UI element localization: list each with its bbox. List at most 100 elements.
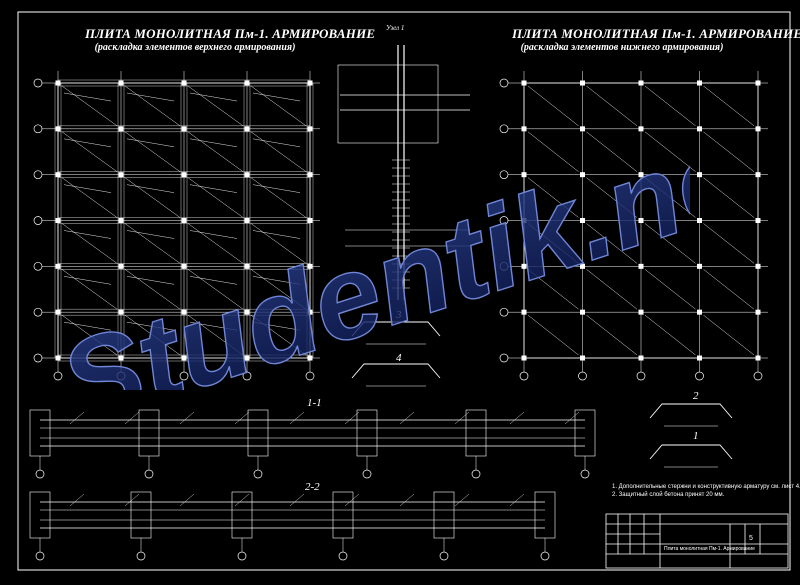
leader-line — [61, 223, 118, 264]
leader-line — [63, 321, 112, 331]
leader-line — [289, 411, 305, 425]
leader-line — [289, 493, 305, 507]
column-mark — [307, 172, 313, 178]
column-mark — [307, 126, 313, 132]
leader-line — [703, 314, 755, 356]
section-label-2: 2 — [693, 390, 699, 402]
right-plan-title: ПЛИТА МОНОЛИТНАЯ Пм-1. АРМИРОВАНИЕ — [512, 26, 800, 41]
leader-line — [189, 321, 238, 331]
grid-axis-bubble — [33, 78, 43, 88]
leader-line — [234, 493, 250, 507]
column-mark — [55, 126, 61, 132]
leader-line — [644, 177, 696, 218]
section-column — [534, 491, 556, 539]
column-mark — [521, 355, 527, 361]
grid-axis-bubble — [499, 353, 509, 363]
drawing-notes: 1. Дополнительные стержни и конструктивн… — [612, 483, 800, 499]
bent-bar — [351, 321, 441, 337]
leader-line — [63, 276, 112, 285]
leader-line — [63, 184, 112, 193]
leader-line — [252, 276, 301, 285]
leader-line — [61, 269, 118, 310]
leader-line — [126, 138, 175, 148]
column-mark — [118, 263, 124, 269]
column-mark — [521, 172, 527, 178]
column-mark — [697, 80, 702, 86]
leader-line — [644, 131, 696, 172]
leader-line — [124, 314, 181, 356]
leader-line — [644, 223, 696, 264]
section-column — [231, 491, 253, 539]
leader-line — [252, 230, 301, 239]
leader-line — [63, 92, 112, 102]
column-mark — [638, 263, 644, 269]
leader-line — [189, 184, 238, 193]
column-mark — [118, 126, 124, 132]
column-mark — [755, 263, 761, 269]
leader-line — [124, 411, 140, 425]
grid-axis-bubble — [338, 551, 348, 561]
column-mark — [697, 126, 702, 132]
leader-line — [124, 131, 181, 172]
column-mark — [638, 172, 644, 178]
column-mark — [580, 80, 585, 86]
column-mark — [638, 218, 644, 223]
column-mark — [55, 263, 61, 269]
section-label-2-2: 2-2 — [305, 481, 320, 493]
column-mark — [580, 172, 585, 178]
leader-line — [179, 493, 195, 507]
section-2-2-drawing — [29, 491, 556, 561]
grid-axis-bubble — [580, 469, 590, 479]
grid-axis-bubble — [753, 371, 763, 381]
leader-line — [454, 493, 470, 507]
leader-line — [527, 177, 579, 218]
column-mark — [181, 355, 187, 361]
section-label-4: 4 — [396, 352, 402, 364]
grid-axis-bubble — [499, 216, 509, 225]
leader-line — [126, 276, 175, 285]
leader-line — [527, 85, 579, 127]
grid-axis-bubble — [578, 371, 587, 381]
section-column — [356, 409, 378, 457]
grid-axis-bubble — [540, 551, 550, 561]
leader-line — [252, 138, 301, 148]
column-mark — [307, 218, 313, 223]
column-mark — [307, 309, 313, 315]
grid-axis-bubble — [499, 78, 509, 88]
leader-line — [250, 314, 307, 356]
section-label-3: 3 — [396, 309, 402, 321]
leader-line — [69, 493, 85, 507]
grid-axis-bubble — [237, 551, 247, 561]
column-mark — [638, 80, 644, 86]
leader-line — [344, 411, 360, 425]
leader-line — [61, 314, 118, 356]
column-mark — [755, 172, 761, 178]
leader-line — [61, 85, 118, 127]
leader-line — [527, 314, 579, 356]
column-mark — [697, 263, 702, 269]
grid-axis-bubble — [33, 307, 43, 317]
leader-line — [586, 223, 638, 264]
column-mark — [697, 172, 702, 178]
leader-line — [250, 269, 307, 310]
leader-line — [187, 314, 244, 356]
grid-axis-bubble — [636, 371, 646, 381]
leader-line — [250, 223, 307, 264]
section-1-1-drawing — [29, 409, 596, 479]
leader-line — [399, 411, 415, 425]
column-mark — [755, 126, 761, 132]
leader-line — [586, 131, 638, 172]
column-mark — [307, 263, 313, 269]
grid-axis-bubble — [33, 353, 43, 363]
column-mark — [580, 126, 585, 132]
column-mark — [521, 80, 527, 86]
column-mark — [697, 355, 702, 361]
grid-axis-bubble — [35, 469, 45, 479]
section-label-1: 1 — [693, 430, 699, 442]
stamp-sheet-number: 5 — [749, 535, 753, 542]
leader-line — [454, 411, 470, 425]
grid-axis-bubble — [439, 551, 449, 561]
column-mark — [580, 218, 585, 223]
leader-line — [187, 177, 244, 218]
grid-axis-bubble — [499, 307, 509, 317]
